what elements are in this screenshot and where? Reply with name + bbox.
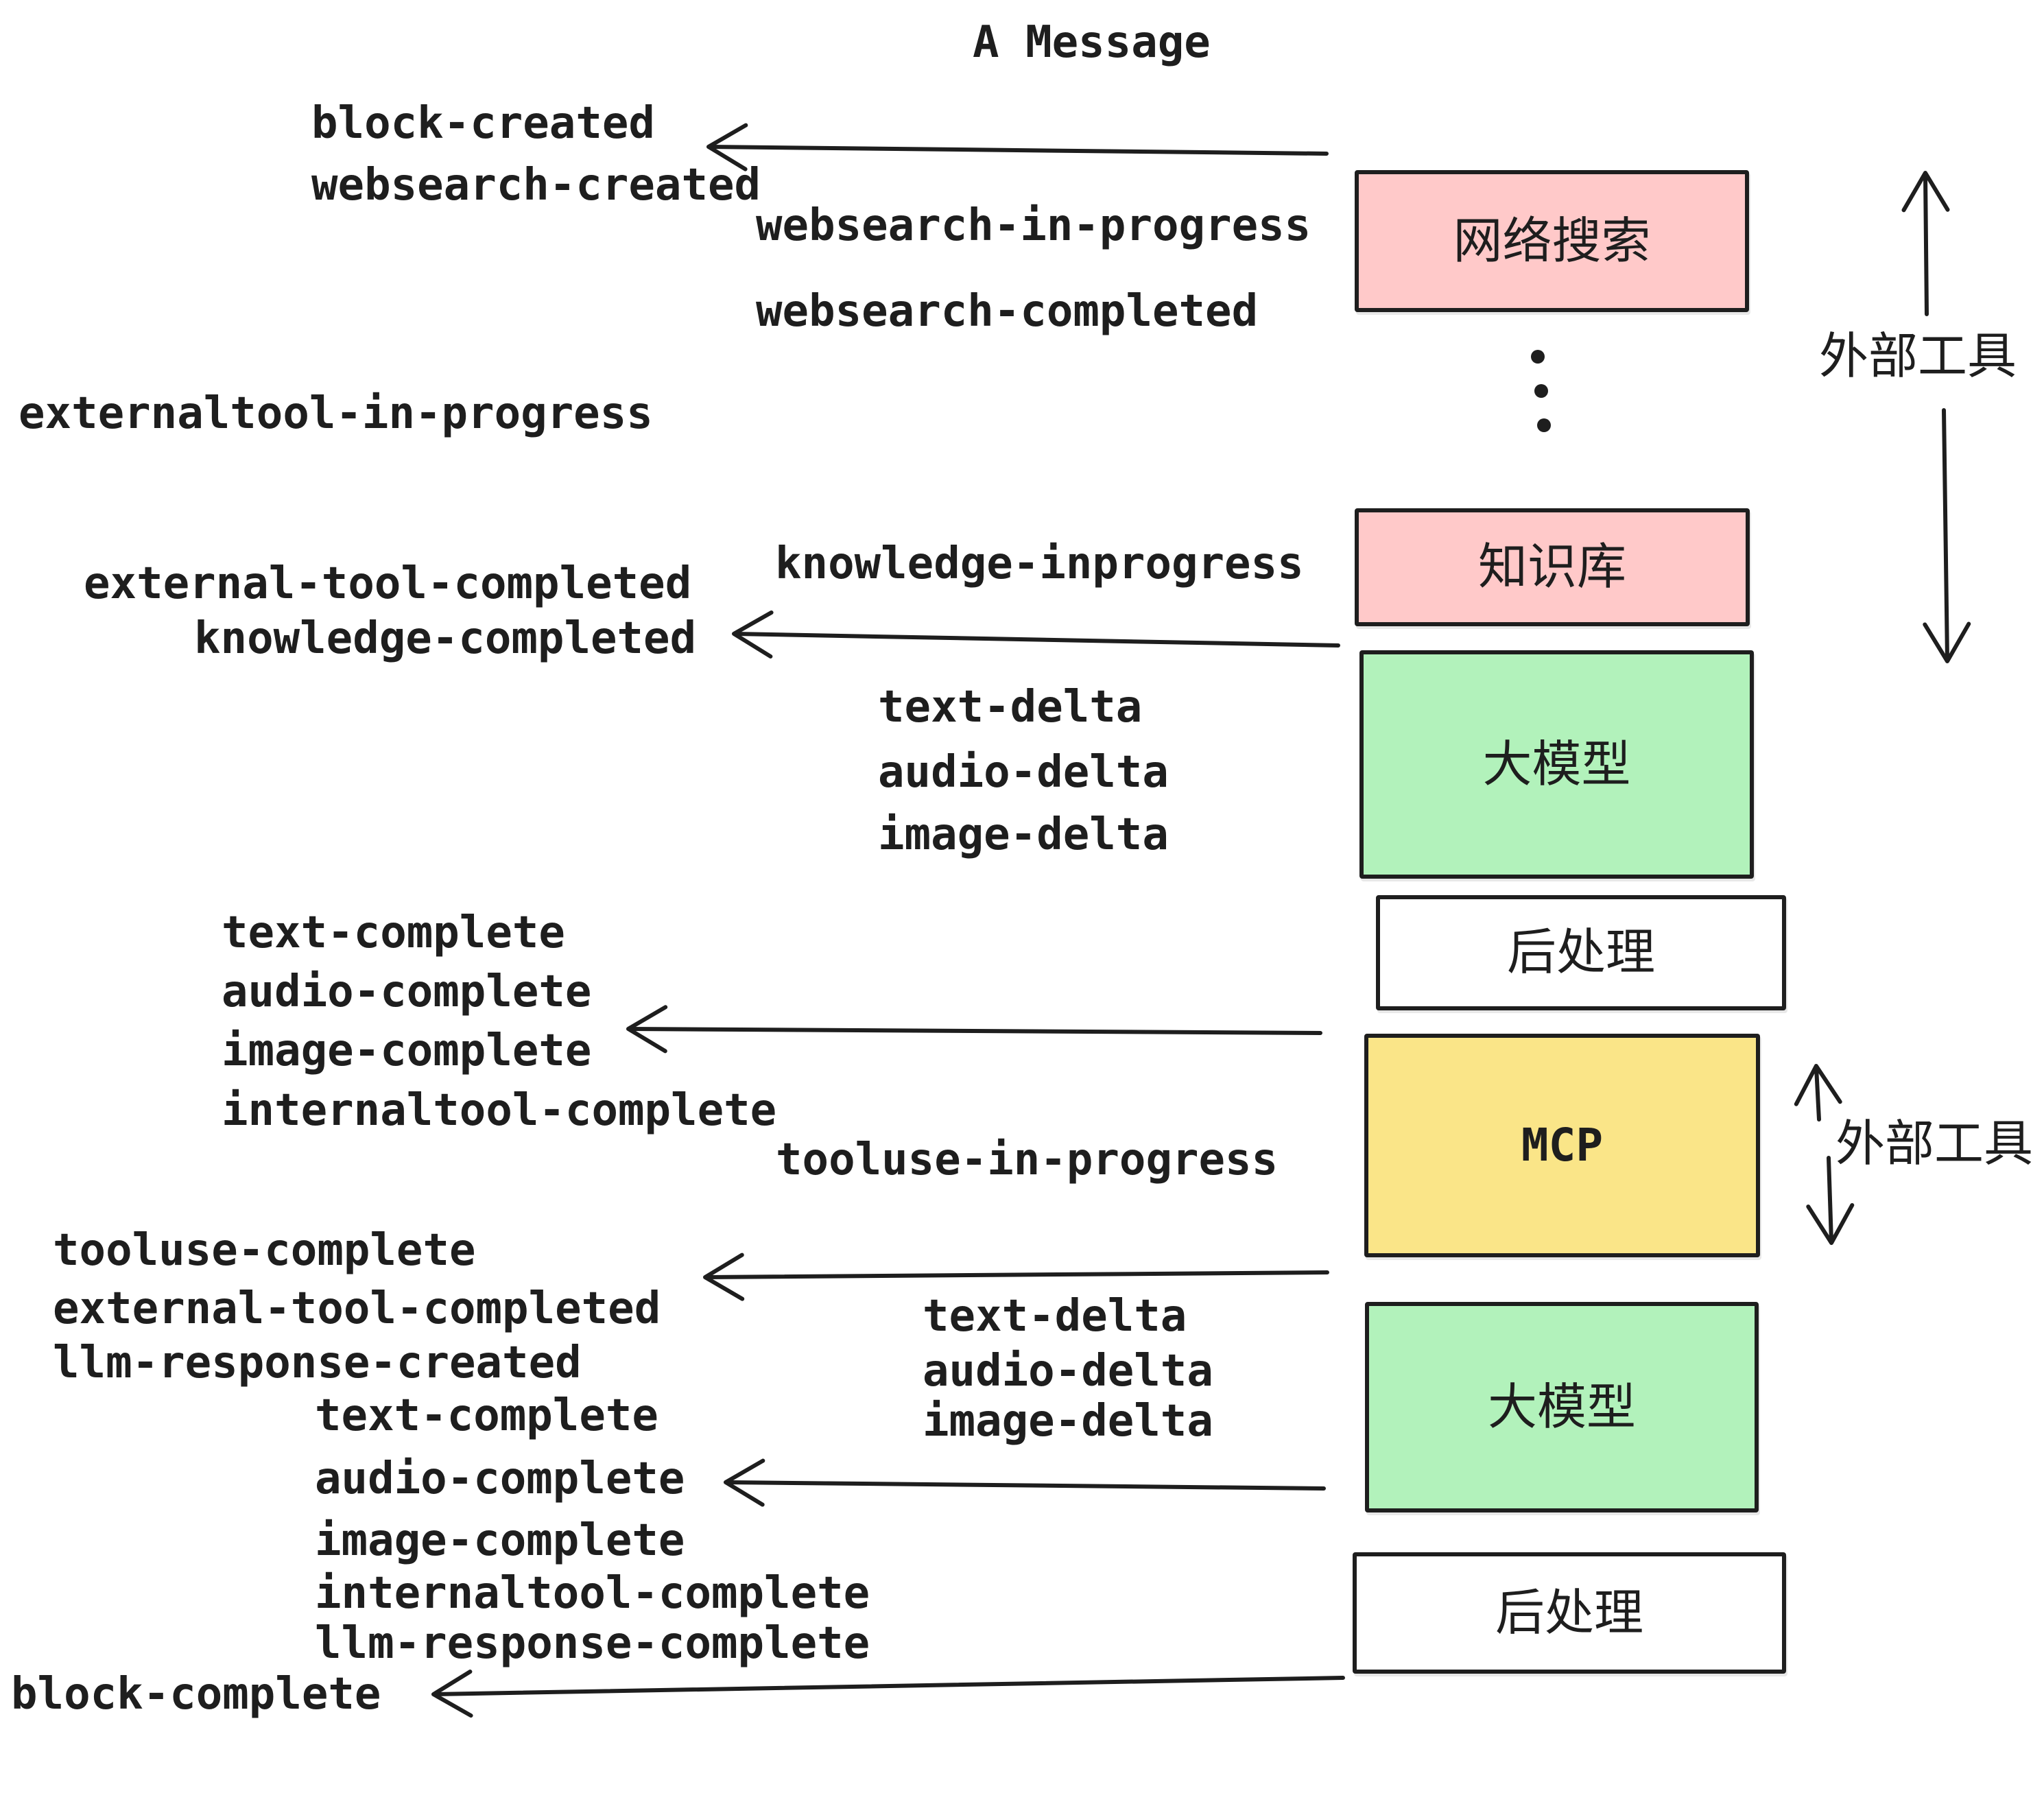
event-llm-response-created: llm-response-created — [53, 1338, 582, 1388]
event-block-created: block-created — [311, 98, 655, 149]
ellipsis-dot — [1537, 418, 1551, 432]
mcp-box-label: MCP — [1521, 1119, 1604, 1172]
event-audio-delta-1: audio-delta — [878, 747, 1169, 798]
event-audio-delta-2: audio-delta — [923, 1346, 1213, 1397]
llm-box-2: 大模型 — [1365, 1302, 1759, 1512]
event-image-complete-2: image-complete — [315, 1515, 685, 1566]
event-image-delta-1: image-delta — [878, 809, 1169, 860]
external-tools-mid-down-arrow — [1806, 1156, 1855, 1245]
mcp-box: MCP — [1364, 1034, 1760, 1257]
event-text-complete-2: text-complete — [315, 1390, 658, 1441]
ellipsis-dot — [1531, 350, 1545, 364]
llm-box-2-label: 大模型 — [1487, 1379, 1636, 1435]
event-tooluse-complete: tooluse-complete — [53, 1225, 476, 1276]
event-knowledge-completed: knowledge-completed — [194, 613, 697, 664]
arrow-tooluse-complete — [703, 1253, 1329, 1301]
event-externaltool-in-progress: externaltool-in-progress — [19, 388, 653, 439]
event-internaltool-complete-1: internaltool-complete — [222, 1085, 777, 1136]
event-external-tool-completed-1: external-tool-completed — [84, 558, 692, 609]
event-websearch-created: websearch-created — [311, 160, 761, 211]
diagram-title: A Message — [973, 17, 1211, 68]
postprocess-box-1: 后处理 — [1376, 895, 1786, 1010]
llm-box-1: 大模型 — [1359, 650, 1754, 879]
external-tools-top-up-arrow — [1901, 171, 1950, 316]
websearch-box: 网络搜索 — [1355, 170, 1749, 312]
event-text-delta-1: text-delta — [878, 682, 1143, 733]
event-image-complete-1: image-complete — [222, 1025, 592, 1076]
arrow-block-complete — [431, 1670, 1345, 1718]
knowledge-box: 知识库 — [1355, 508, 1750, 626]
event-websearch-completed: websearch-completed — [756, 286, 1259, 337]
arrow-knowledge-completed — [732, 610, 1340, 658]
external-tools-label-top: 外部工具 — [1819, 329, 2017, 384]
event-block-complete: block-complete — [11, 1669, 381, 1720]
external-tools-top-down-arrow — [1923, 408, 1971, 663]
event-tooluse-in-progress: tooluse-in-progress — [776, 1135, 1279, 1185]
event-knowledge-inprogress: knowledge-inprogress — [775, 538, 1304, 589]
arrow-block-created — [706, 123, 1329, 171]
postprocess-box-2-label: 后处理 — [1495, 1585, 1643, 1641]
event-audio-complete-1: audio-complete — [222, 966, 592, 1017]
websearch-box-label: 网络搜索 — [1453, 213, 1651, 269]
event-llm-response-complete: llm-response-complete — [315, 1618, 870, 1669]
postprocess-box-2: 后处理 — [1353, 1552, 1786, 1674]
event-external-tool-completed-2: external-tool-completed — [53, 1283, 661, 1334]
postprocess-box-1-label: 后处理 — [1506, 925, 1655, 980]
event-image-delta-2: image-delta — [923, 1396, 1213, 1447]
event-text-delta-2: text-delta — [923, 1291, 1187, 1342]
event-websearch-in-progress: websearch-in-progress — [756, 200, 1311, 251]
arrow-image-complete — [626, 1005, 1322, 1054]
external-tools-mid-up-arrow — [1794, 1064, 1842, 1121]
ellipsis-dot — [1534, 384, 1548, 398]
external-tools-label-mid: 外部工具 — [1835, 1117, 2034, 1172]
llm-box-1-label: 大模型 — [1482, 737, 1631, 792]
event-audio-complete-2: audio-complete — [315, 1453, 685, 1504]
arrow-audio-complete — [724, 1458, 1326, 1507]
event-text-complete-1: text-complete — [222, 907, 565, 958]
event-internaltool-complete-2: internaltool-complete — [315, 1568, 870, 1619]
knowledge-box-label: 知识库 — [1477, 540, 1626, 595]
